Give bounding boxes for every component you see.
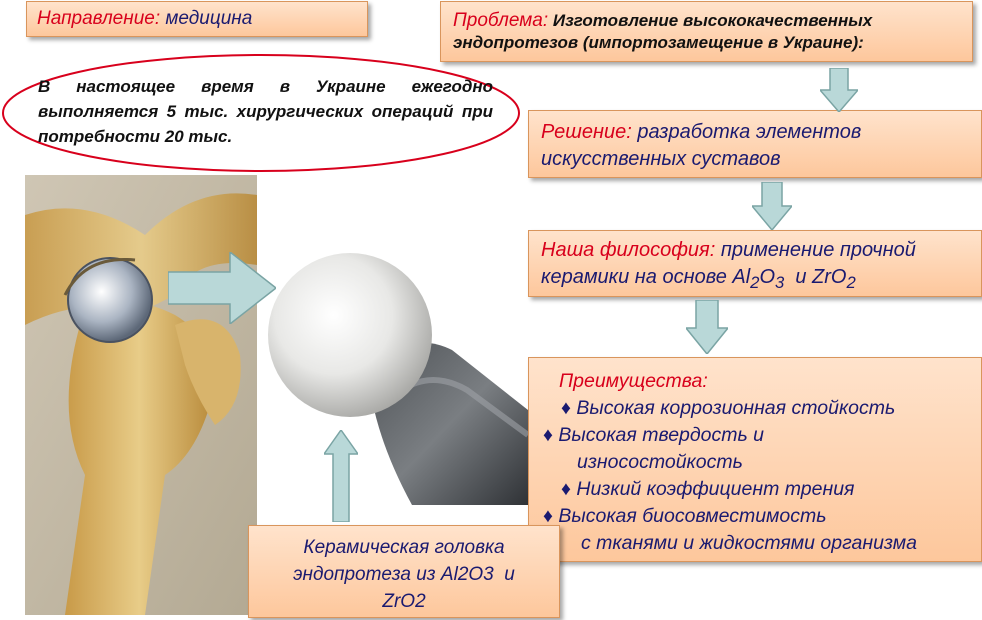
caption-box: Керамическая головка эндопротеза из Al2O… (248, 525, 560, 618)
statement-ellipse (2, 54, 520, 172)
advantage-item-continued: с тканями и жидкостями организма (581, 532, 917, 554)
diamond-bullet-icon: ♦ (561, 397, 571, 419)
advantages-box: Преимущества: ♦ Высокая коррозионная сто… (528, 357, 982, 562)
problem-line1: Изготовление высококачественных (552, 11, 873, 30)
philosophy-label: Наша философия: (541, 239, 716, 261)
caption-line2: эндопротеза из Al2O3 и (293, 564, 515, 585)
advantage-item: ♦ Высокая коррозионная стойкость (561, 397, 896, 419)
caption-line1: Керамическая головка (303, 537, 505, 558)
diamond-bullet-icon: ♦ (543, 505, 553, 527)
advantages-title: Преимущества: (559, 370, 708, 392)
philosophy-value-2: керамики на основе Al2O3 и ZrO2 (541, 266, 856, 292)
philosophy-value-1: применение прочной (720, 239, 916, 261)
problem-line2: эндопротезов (импортозамещение в Украине… (453, 33, 864, 52)
direction-label: Направление: (37, 8, 161, 29)
statement-text: В настоящее время в Украине ежегодно вып… (38, 77, 493, 146)
advantage-item-continued: износостойкость (577, 451, 743, 473)
solution-box: Решение: разработка элементов искусствен… (528, 110, 982, 178)
diamond-bullet-icon: ♦ (561, 478, 571, 500)
arrow-right-icon (168, 252, 276, 324)
arrow-down-icon (686, 300, 728, 354)
problem-box: Проблема: Изготовление высококачественны… (440, 1, 973, 62)
direction-value: медицина (165, 8, 253, 29)
advantage-item: ♦ Высокая твердость и (543, 424, 765, 446)
direction-box: Направление: медицина (26, 1, 368, 37)
caption-line3: ZrO2 (382, 591, 426, 612)
problem-label: Проблема: (453, 10, 549, 31)
solution-label: Решение: (541, 121, 632, 143)
arrow-down-icon (820, 68, 858, 112)
arrow-up-icon (324, 430, 358, 522)
philosophy-box: Наша философия: применение прочной керам… (528, 230, 982, 297)
ceramic-ball-head-photo (268, 253, 528, 505)
solution-value-1: разработка элементов (637, 121, 862, 143)
solution-value-2: искусственных суставов (541, 148, 781, 170)
diamond-bullet-icon: ♦ (543, 424, 553, 446)
arrow-down-icon (752, 182, 792, 230)
advantage-item: ♦ Низкий коэффициент трения (561, 478, 855, 500)
advantage-item: ♦ Высокая биосовместимость (543, 505, 827, 527)
hip-joint-illustration (25, 175, 257, 615)
